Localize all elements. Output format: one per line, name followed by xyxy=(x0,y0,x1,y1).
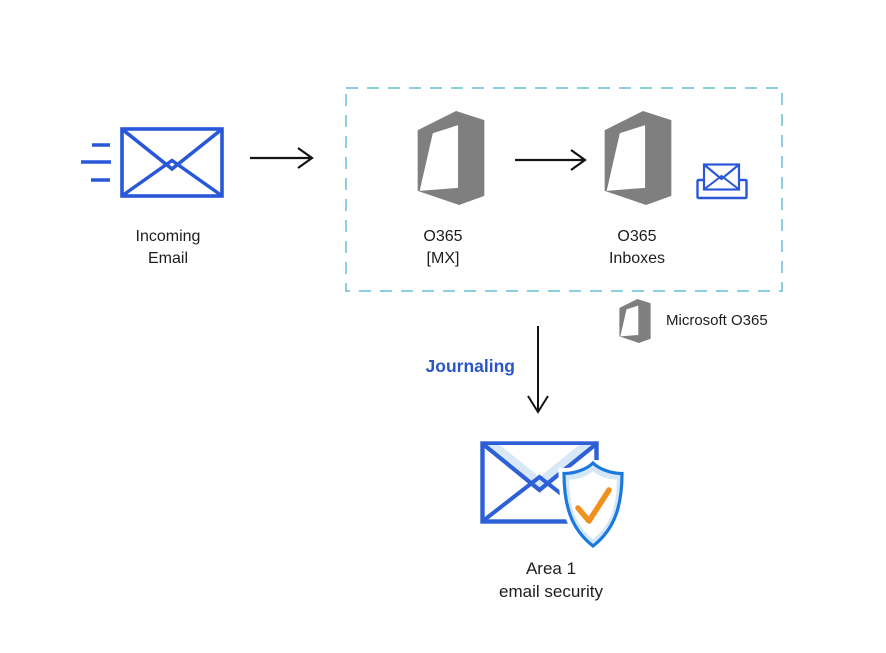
o365-inboxes-icon xyxy=(604,111,672,205)
label-line: Email xyxy=(147,250,188,267)
label-line: Area 1 xyxy=(525,559,577,578)
label-line: email security xyxy=(499,582,603,601)
journaling-label: Journaling xyxy=(425,356,515,376)
label-line: Inboxes xyxy=(608,250,666,267)
microsoft-o365-icon xyxy=(619,299,651,343)
label-line: O365 xyxy=(617,228,657,245)
o365-environment-boundary xyxy=(345,87,783,292)
security-shield-check-icon xyxy=(558,460,628,550)
inbox-icon xyxy=(696,163,748,200)
incoming-email-icon xyxy=(120,127,224,198)
arrow-right-icon xyxy=(515,149,587,171)
microsoft-o365-legend-label: Microsoft O365 xyxy=(666,312,768,329)
o365-mx-label: O365 [MX] xyxy=(383,226,503,270)
arrow-down-icon xyxy=(527,326,549,414)
label-line: [MX] xyxy=(426,250,460,267)
label-line: Incoming xyxy=(135,228,201,245)
incoming-email-label: Incoming Email xyxy=(98,226,238,270)
o365-inboxes-label: O365 Inboxes xyxy=(577,226,697,270)
label-line: O365 xyxy=(423,228,463,245)
o365-mx-icon xyxy=(417,111,485,205)
arrow-right-icon xyxy=(250,147,314,169)
motion-lines-icon xyxy=(81,143,111,182)
area1-label: Area 1 email security xyxy=(471,557,631,603)
